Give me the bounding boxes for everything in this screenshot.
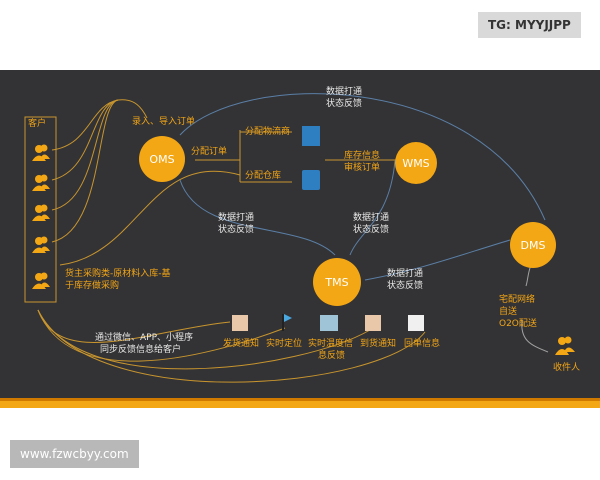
notify-label: 通过微信、APP、小程序: [95, 333, 194, 343]
footer-accent-bar: [0, 398, 600, 408]
status-label-oms-tms: 状态反馈: [218, 225, 255, 235]
customer-icon: [32, 236, 50, 254]
inventory-info-label: 库存信息: [344, 151, 381, 161]
delivery-self-label: 自送: [499, 307, 518, 317]
watermark-top: TG: MYYJJPP: [478, 12, 581, 38]
building-icon: [302, 126, 320, 146]
status-label-tms-dms: 状态反馈: [387, 281, 424, 291]
event-realtime-location: 实时定位: [266, 339, 303, 349]
contact-card-icon: [302, 170, 320, 190]
purchase-label: 货主采购类-原材料入库-基: [65, 269, 171, 279]
customer-icon: [32, 204, 50, 222]
assign-warehouse-label: 分配仓库: [245, 171, 282, 181]
event-temperature-feedback: 实时温度信: [308, 339, 354, 349]
customer-box: [24, 116, 57, 303]
customer-icon: [32, 144, 50, 162]
review-orders-label: 审核订单: [344, 163, 381, 173]
event-receipt-info: 回单信息: [404, 339, 441, 349]
event-shipping-notice: 发货通知: [223, 339, 260, 349]
status-label-wms-tms: 状态反馈: [353, 225, 390, 235]
document-edit-icon: [408, 315, 424, 331]
assign-orders-label: 分配订单: [191, 147, 228, 157]
flag-icon: [280, 313, 296, 331]
import-orders-label: 录入、导入订单: [132, 117, 196, 127]
watermark-bottom: www.fzwcbyy.com: [10, 440, 139, 468]
sync-label-tms-dms: 数据打通: [387, 269, 424, 279]
wms-node: WMS: [395, 142, 437, 184]
sync-label-top: 数据打通: [326, 87, 363, 97]
customer-box-label: 客户: [28, 119, 47, 129]
customer-icon: [32, 272, 50, 290]
customer-icon: [32, 174, 50, 192]
tms-node: TMS: [313, 258, 361, 306]
sale-icon: [365, 315, 381, 331]
notify-label-2: 同步反馈信息给客户: [100, 345, 182, 355]
diagram-connectors: [24, 93, 549, 383]
status-label-top: 状态反馈: [326, 99, 363, 109]
recipient-icon: [555, 336, 575, 356]
logistics-system-diagram: 客户 OMS WMS TMS DMS 录入、导入订单 分配订单 分配物流商 分配…: [0, 70, 600, 408]
recipient-label: 收件人: [553, 363, 581, 373]
assign-carrier-label: 分配物流商: [245, 127, 291, 137]
dms-node: DMS: [510, 222, 556, 268]
monitor-chart-icon: [320, 315, 338, 331]
purchase-label-2: 于库存做采购: [65, 281, 120, 291]
event-arrival-notice: 到货通知: [360, 339, 397, 349]
oms-node: OMS: [139, 136, 185, 182]
event-temperature-feedback-2: 息反馈: [318, 351, 346, 361]
sync-label-oms-tms: 数据打通: [218, 213, 255, 223]
sync-label-wms-tms: 数据打通: [353, 213, 390, 223]
delivery-network-label: 宅配网络: [499, 295, 536, 305]
sale-icon: [232, 315, 248, 331]
delivery-o2o-label: O2O配送: [499, 319, 537, 329]
